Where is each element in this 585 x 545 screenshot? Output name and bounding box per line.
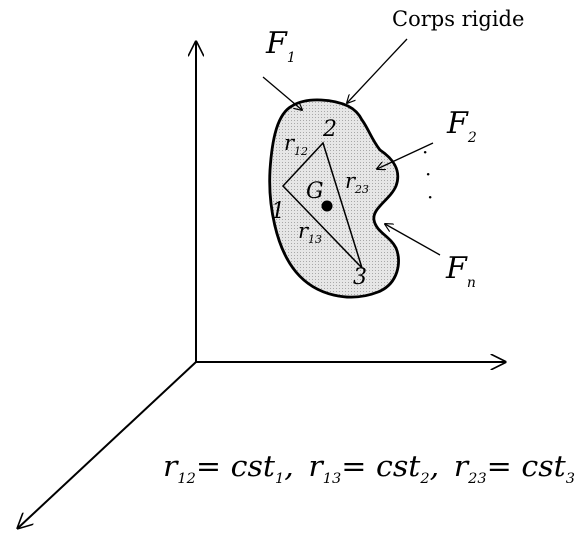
distance-23-label: r23	[345, 169, 369, 196]
rigid-body-shape	[268, 98, 400, 299]
body-label: Corps rigide	[392, 7, 524, 31]
distance-12-label: r12	[284, 131, 308, 158]
distance-13-label: r13	[298, 219, 322, 246]
center-of-mass-label: G	[306, 179, 324, 204]
force-1-label: F1	[265, 26, 296, 66]
ellipsis-dot: ·	[425, 162, 431, 186]
force-1-arrow	[262, 76, 302, 110]
ellipsis-dot: ·	[427, 185, 433, 209]
ellipsis-dot: ·	[422, 140, 428, 164]
center-of-mass-dot	[321, 200, 333, 212]
eq-r12: r	[163, 449, 180, 483]
point-2-label: 2	[322, 117, 337, 142]
point-3-label: 3	[353, 265, 367, 290]
force-2-arrow	[377, 142, 434, 169]
point-1-label: 1	[271, 199, 285, 224]
point-triangle	[281, 141, 363, 269]
force-n-label: Fn	[445, 251, 476, 291]
body-label-pointer	[347, 38, 408, 103]
force-2-label: F2	[446, 106, 477, 146]
x-axis	[18, 361, 197, 528]
force-n-arrow	[385, 224, 441, 256]
more-forces-ellipsis: · · ·	[422, 140, 433, 209]
coordinate-axes	[18, 42, 505, 528]
